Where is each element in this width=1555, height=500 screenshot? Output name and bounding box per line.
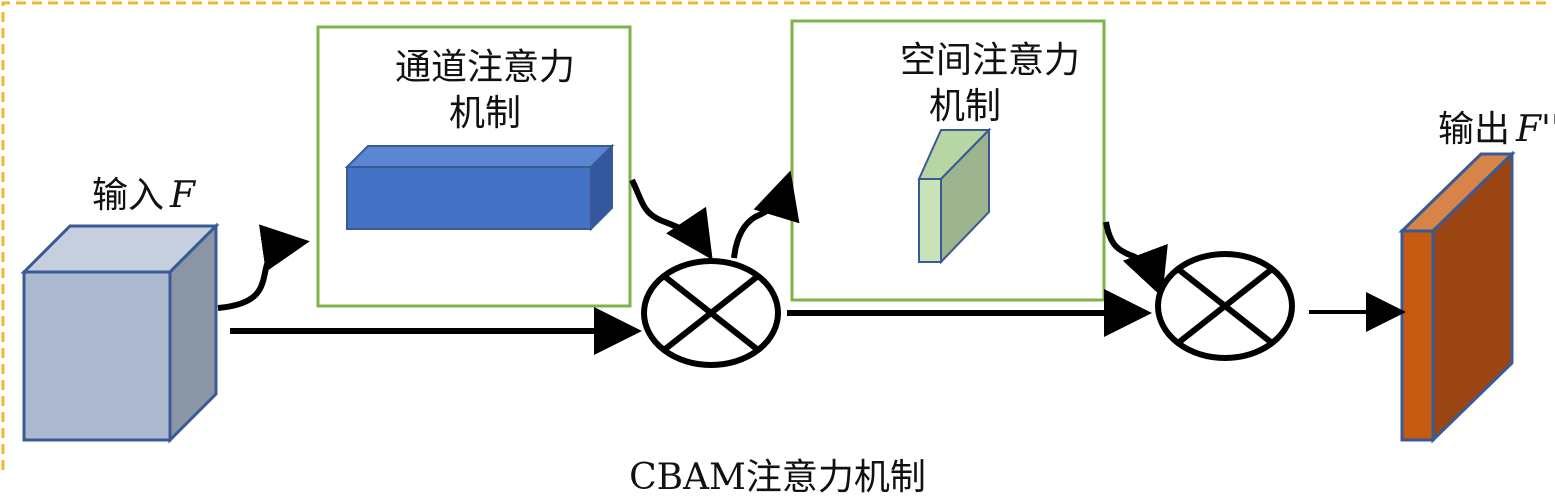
spatial-module-line1: 空间注意力: [899, 40, 1080, 81]
input-label-text: 输入: [92, 175, 165, 216]
output-label: 输出F'': [1438, 100, 1555, 152]
spatial-module-line2: 机制: [928, 86, 1001, 127]
multiply-op-1: [641, 258, 781, 368]
spatial-attention-block: [917, 127, 992, 265]
output-label-text: 输出: [1438, 109, 1511, 150]
arrow-channel-to-op1: [629, 178, 713, 260]
input-label-var: F: [170, 175, 195, 216]
dashed-frame: [1, 1, 1552, 470]
input-feature-cube: [20, 222, 220, 444]
channel-module-line1: 通道注意力: [394, 47, 575, 88]
diagram-caption: CBAM注意力机制: [629, 457, 926, 498]
multiply-op-2: [1155, 251, 1295, 361]
spatial-module-label: 空间注意力 机制: [880, 38, 1100, 130]
channel-module-label: 通道注意力 机制: [375, 45, 595, 137]
channel-attention-block: [344, 143, 615, 232]
output-feature-block: [1398, 150, 1516, 444]
channel-module-line2: 机制: [448, 93, 521, 134]
arrow-spatial-to-op2: [1103, 221, 1168, 298]
arrow-op1-to-spatial: [731, 170, 800, 259]
output-label-var: F'': [1516, 109, 1555, 150]
channel-attention-box: [316, 25, 632, 308]
spatial-attention-box: [790, 19, 1106, 302]
arrow-input-to-channel: [217, 224, 310, 311]
